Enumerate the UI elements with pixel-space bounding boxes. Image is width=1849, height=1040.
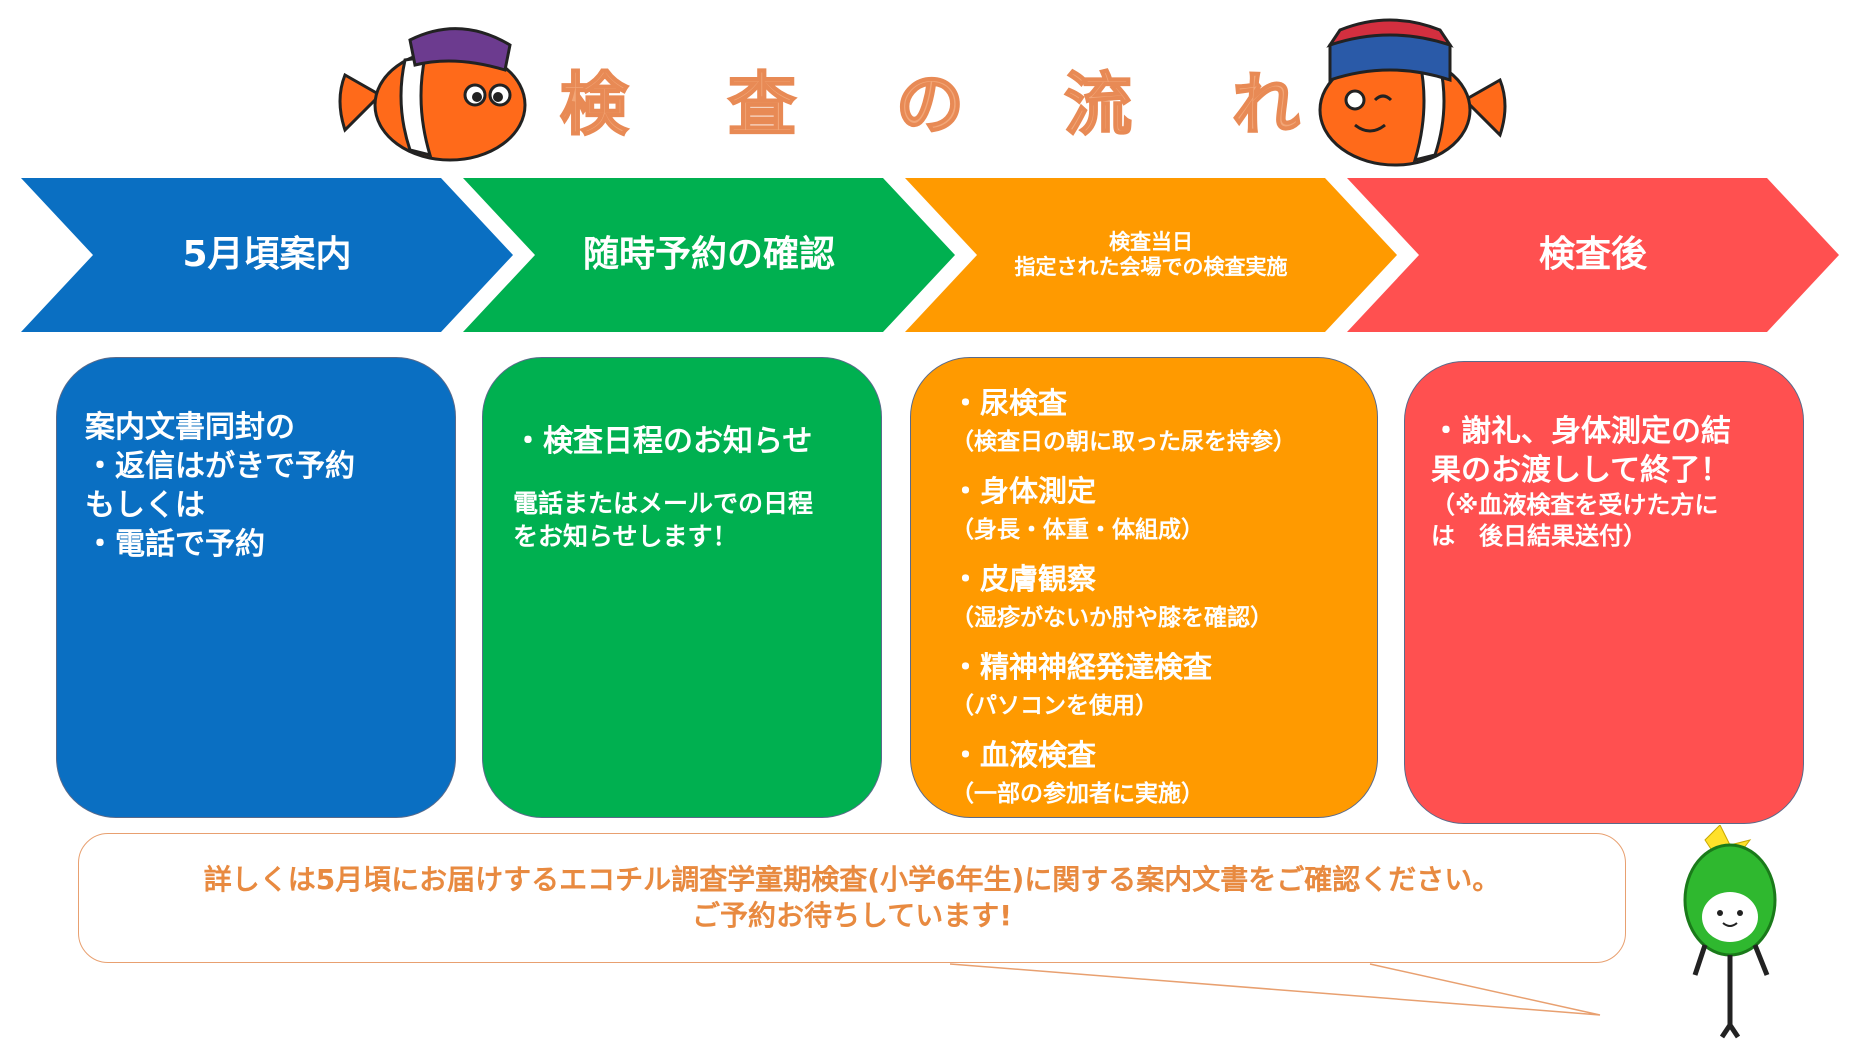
step-label: 随時予約の確認 (582, 234, 835, 276)
step-chevron-announce: 5月頃案内 (21, 178, 513, 332)
step-label: 5月頃案内 (182, 234, 352, 276)
title-char: の (895, 65, 965, 146)
confirm-box: ・検査日程のお知らせ 電話またはメールでの日程 をお知らせします！ (482, 357, 882, 818)
exam-item-name: ・身体測定 (951, 474, 1097, 508)
speech-bubble-tail (950, 963, 1601, 1016)
after-note-text: （※血液検査を受けた方に は 後日結果送付） (1431, 491, 1719, 551)
step-label: 検査当日 (1109, 229, 1193, 254)
exam-item: ・皮膚観察 （湿疹がないか肘や膝を確認） (951, 556, 1337, 632)
exam-box: ・尿検査 （検査日の朝に取った尿を持参） ・身体測定 （身長・体重・体組成） ・皮膚… (910, 357, 1378, 818)
title-char: 流 (1063, 65, 1133, 146)
title-char: れ (1231, 65, 1301, 146)
exam-item-note: （湿疹がないか肘や膝を確認） (951, 605, 1273, 631)
announce-box: 案内文書同封の ・返信はがきで予約 もしくは ・電話で予約 (56, 357, 456, 818)
step-chevron-exam-day: 検査当日指定された会場での検査実施 (905, 178, 1397, 332)
title-char: 検 (559, 65, 629, 146)
green-mascot (1683, 825, 1777, 1039)
confirm-heading: ・検査日程のお知らせ (513, 424, 813, 459)
exam-item: ・身体測定 （身長・体重・体組成） (951, 468, 1337, 544)
exam-item-note: （身長・体重・体組成） (951, 517, 1204, 543)
exam-item: ・精神神経発達検査 （パソコンを使用） (951, 644, 1337, 720)
exam-item: ・尿検査 （検査日の朝に取った尿を持参） (951, 380, 1337, 456)
clownfish-mascot-left (338, 27, 527, 162)
step-label: 検査後 (1538, 234, 1647, 276)
exam-item-name: ・皮膚観察 (951, 562, 1097, 596)
speech-bubble: 詳しくは5月頃にお届けするエコチル調査学童期検査(小学6年生)に関する案内文書を… (78, 833, 1626, 963)
exam-item: ・血液検査 （一部の参加者に実施） (951, 732, 1337, 808)
exam-item-name: ・尿検査 (951, 386, 1068, 420)
exam-item-note: （パソコンを使用） (951, 693, 1158, 719)
title-char: 査 (727, 65, 797, 146)
step-sublabel: 指定された会場での検査実施 (1014, 255, 1288, 279)
page-title: 検 査 の 流 れ (559, 48, 1301, 148)
step-chevron-reservation: 随時予約の確認 (463, 178, 955, 332)
step-chevron-after: 検査後 (1347, 178, 1839, 332)
clownfish-mascot-right (1318, 18, 1507, 167)
bubble-line: ご予約お待ちしています! (692, 899, 1012, 932)
exam-item-name: ・血液検査 (951, 738, 1097, 772)
exam-item-note: （一部の参加者に実施） (951, 781, 1204, 807)
announce-text: 案内文書同封の ・返信はがきで予約 もしくは ・電話で予約 (85, 410, 355, 562)
after-box: ・謝礼、身体測定の結 果のお渡しして終了！ （※血液検査を受けた方に は 後日結… (1404, 361, 1804, 824)
exam-item-note: （検査日の朝に取った尿を持参） (951, 429, 1296, 455)
exam-item-name: ・精神神経発達検査 (951, 650, 1213, 684)
confirm-body: 電話またはメールでの日程 をお知らせします！ (513, 489, 814, 551)
after-main-text: ・謝礼、身体測定の結 果のお渡しして終了！ (1431, 414, 1731, 488)
bubble-line: 詳しくは5月頃にお届けするエコチル調査学童期検査(小学6年生)に関する案内文書を… (203, 862, 1501, 896)
